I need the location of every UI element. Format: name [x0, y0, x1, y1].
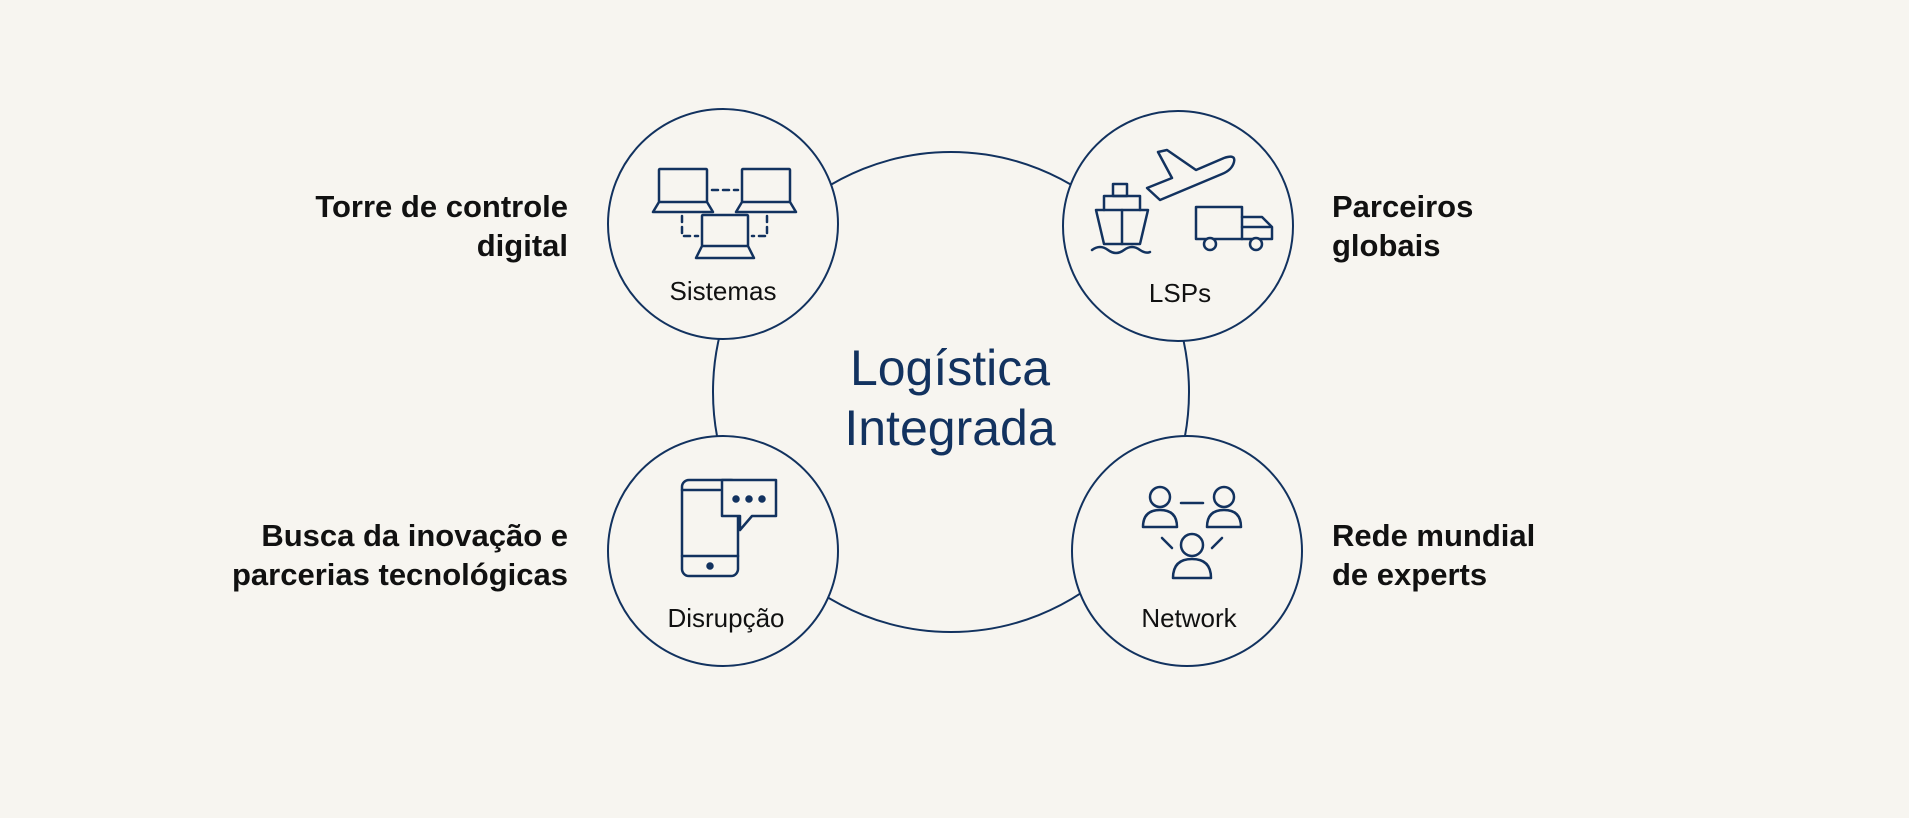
- node-label-disrupcao: Disrupção: [667, 603, 784, 633]
- node-lsps: LSPs: [1062, 110, 1294, 342]
- node-label-lsps: LSPs: [1149, 278, 1211, 308]
- center-title-line2: Integrada: [844, 400, 1055, 456]
- node-disrupcao: Disrupção: [607, 435, 839, 667]
- side-label-bottom-left: Busca da inovação e parcerias tecnológic…: [120, 516, 568, 594]
- connected-laptops-icon: [651, 167, 798, 260]
- side-label-top-left: Torre de controle digital: [170, 187, 568, 265]
- side-label-bottom-left-line2: parcerias tecnológicas: [232, 557, 568, 592]
- side-label-top-right-line2: globais: [1332, 228, 1441, 263]
- node-network: Network: [1071, 435, 1303, 667]
- people-network-icon: [1141, 485, 1243, 580]
- node-label-network: Network: [1141, 603, 1237, 633]
- node-sistemas: Sistemas: [607, 108, 839, 340]
- side-label-bottom-right-line2: de experts: [1332, 557, 1488, 592]
- side-label-bottom-right-line1: Rede mundial: [1332, 518, 1536, 553]
- central-ring: [712, 151, 1190, 633]
- ship-plane-truck-icon: [1090, 148, 1274, 255]
- side-label-bottom-left-line1: Busca da inovação e: [261, 518, 568, 553]
- side-label-top-left-line2: digital: [476, 228, 568, 263]
- side-label-bottom-right: Rede mundial de experts: [1332, 516, 1652, 594]
- center-title-line1: Logística: [850, 340, 1050, 396]
- side-label-top-right-line1: Parceiros: [1332, 189, 1474, 224]
- node-label-sistemas: Sistemas: [670, 276, 777, 306]
- side-label-top-right: Parceiros globais: [1332, 187, 1652, 265]
- mobile-chat-icon: [680, 478, 778, 578]
- side-label-top-left-line1: Torre de controle: [315, 189, 568, 224]
